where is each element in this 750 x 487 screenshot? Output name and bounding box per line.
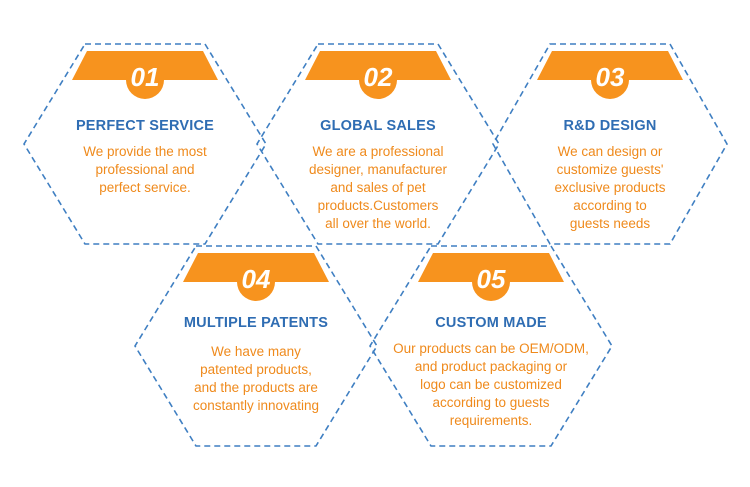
number-banner [418, 253, 564, 301]
number-banner [72, 51, 218, 99]
card-description-line: perfect service. [99, 180, 191, 195]
hexagon-outline [369, 245, 613, 447]
card-description-line: constantly innovating [193, 398, 319, 413]
card-number: 04 [242, 264, 271, 294]
hexagon-outline [23, 43, 267, 245]
card-description-line: guests needs [570, 216, 651, 231]
card-description-line: according to guests [432, 395, 549, 410]
feature-card-multiple-patents: 04 MULTIPLE PATENTS We have many patente… [134, 245, 378, 447]
card-description-line: customize guests' [557, 162, 664, 177]
feature-card-custom-made: 05 CUSTOM MADE Our products can be OEM/O… [369, 245, 613, 447]
card-description-line: and the products are [194, 380, 318, 395]
card-number: 01 [131, 62, 160, 92]
card-title: PERFECT SERVICE [76, 118, 214, 134]
card-description-line: products.Customers [318, 198, 439, 213]
card-number: 03 [596, 62, 625, 92]
card-description-line: according to [573, 198, 647, 213]
hexagon-outline [134, 245, 378, 447]
card-title: R&D DESIGN [563, 118, 656, 134]
feature-card-rd-design: 03 R&D DESIGN We can design or customize… [492, 43, 728, 245]
card-title: GLOBAL SALES [320, 118, 436, 134]
card-description-line: logo can be customized [420, 377, 562, 392]
card-description-line: and sales of pet [330, 180, 426, 195]
card-description-line: professional and [95, 162, 194, 177]
card-description-line: We are a professional [312, 144, 443, 159]
card-description-line: exclusive products [554, 180, 665, 195]
card-description-line: patented products, [200, 362, 312, 377]
card-title: CUSTOM MADE [435, 315, 547, 331]
card-number: 05 [477, 264, 506, 294]
number-banner [305, 51, 451, 99]
hexagon-outline [256, 43, 500, 245]
number-banner [537, 51, 683, 99]
card-description-line: We provide the most [83, 144, 207, 159]
hexagon-outline [492, 43, 728, 245]
feature-card-perfect-service: 01 PERFECT SERVICE We provide the most p… [23, 43, 267, 245]
card-description-line: Our products can be OEM/ODM, [393, 341, 589, 356]
card-number: 02 [364, 62, 393, 92]
feature-card-global-sales: 02 GLOBAL SALES We are a professional de… [256, 43, 500, 245]
number-banner [183, 253, 329, 301]
card-description-line: We can design or [558, 144, 663, 159]
card-title: MULTIPLE PATENTS [184, 315, 328, 331]
card-description-line: and product packaging or [415, 359, 568, 374]
card-description-line: all over the world. [325, 216, 431, 231]
card-description-line: We have many [211, 344, 301, 359]
card-description-line: designer, manufacturer [309, 162, 448, 177]
card-description-line: requirements. [450, 413, 533, 428]
